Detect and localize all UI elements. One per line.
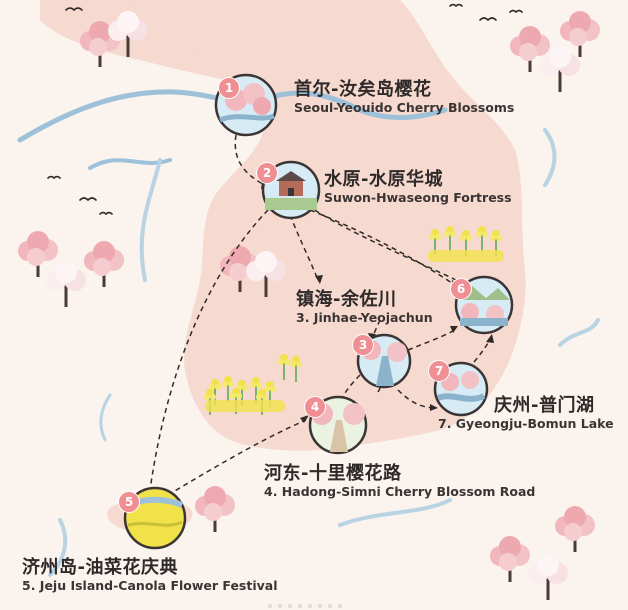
sea-wave xyxy=(558,318,600,347)
stop-1-label: 首尔-汝矣岛樱花 Seoul-Yeouido Cherry Blossoms xyxy=(294,80,514,116)
stop-number-badge: 1 xyxy=(218,77,240,99)
cherry-tree-icon xyxy=(46,261,86,307)
stop-number-badge: 5 xyxy=(118,491,140,513)
stop-5-title-en: 5. Jeju Island-Canola Flower Festival xyxy=(22,578,278,593)
stop-3-title-en: 3. Jinhae-Yeojachun xyxy=(296,310,433,325)
stop-2-label: 水原-水原华城 Suwon-Hwaseong Fortress xyxy=(324,170,512,206)
sea-wave xyxy=(99,393,112,442)
stop-1-title-cn: 首尔-汝矣岛樱花 xyxy=(294,79,432,100)
stop-7-title-en: 7. Gyeongju-Bomun Lake xyxy=(438,416,614,431)
stop-3-label: 镇海-余佐川 3. Jinhae-Yeojachun xyxy=(296,290,433,326)
route-lines xyxy=(149,134,491,496)
cherry-tree-icon xyxy=(195,486,235,532)
stop-4-title-cn: 河东-十里樱花路 xyxy=(264,463,402,484)
stop-number-badge: 2 xyxy=(256,162,278,184)
stop-4-label: 河东-十里樱花路 4. Hadong-Simni Cherry Blossom … xyxy=(264,464,535,500)
stop-number-badge: 3 xyxy=(352,334,374,356)
cherry-tree-icon xyxy=(490,536,530,582)
north-land xyxy=(40,0,255,85)
stop-3-title-cn: 镇海-余佐川 xyxy=(296,289,397,310)
stop-number-badge: 7 xyxy=(428,360,450,382)
sea-wave xyxy=(543,128,557,187)
stop-1-title-en: Seoul-Yeouido Cherry Blossoms xyxy=(294,100,515,115)
peninsula-land xyxy=(58,0,526,451)
stop-2-title-cn: 水原-水原华城 xyxy=(324,169,443,190)
cherry-tree-icon xyxy=(528,554,568,600)
cherry-tree-icon xyxy=(555,506,595,552)
stop-5-title-cn: 济州岛-油菜花庆典 xyxy=(22,557,178,578)
stop-4-title-en: 4. Hadong-Simni Cherry Blossom Road xyxy=(264,484,536,499)
cherry-tree-icon xyxy=(84,241,124,287)
stop-number-badge: 6 xyxy=(450,278,472,300)
stop-5-label: 济州岛-油菜花庆典 5. Jeju Island-Canola Flower F… xyxy=(22,558,278,594)
stop-number-badge: 4 xyxy=(304,396,326,418)
birds xyxy=(47,3,523,216)
sea-wave xyxy=(139,158,162,282)
stop-7-label: 庆州-普门湖 7. Gyeongju-Bomun Lake xyxy=(438,396,614,432)
sea-wave xyxy=(48,518,68,577)
canola-field-icon xyxy=(204,376,285,415)
stop-2-title-en: Suwon-Hwaseong Fortress xyxy=(324,190,512,205)
canola-field-icon xyxy=(428,226,504,262)
stop-7-title-cn: 庆州-普门湖 xyxy=(494,395,595,416)
footer-dots xyxy=(268,604,342,608)
sea-wave xyxy=(338,498,452,527)
cherry-tree-icon xyxy=(18,231,58,277)
